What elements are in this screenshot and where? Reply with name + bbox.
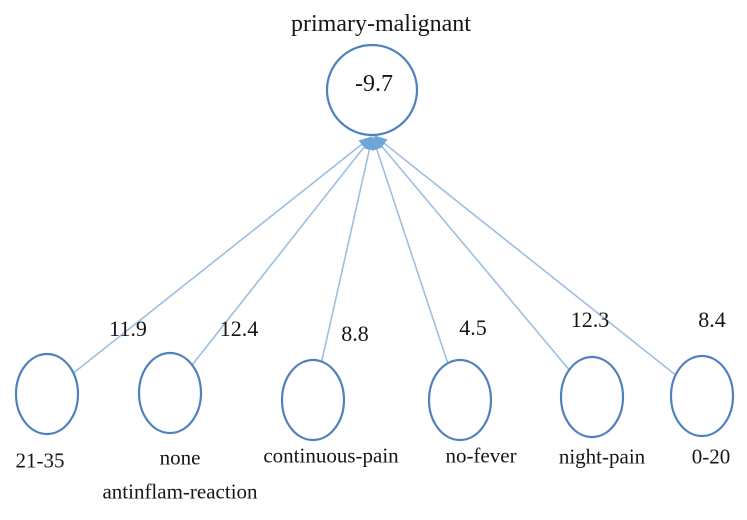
edge-line-0-20	[374, 135, 703, 397]
edge-weight-none-antinflam-reaction: 12.4	[219, 316, 259, 341]
bottom-node-circle-0-20	[669, 354, 735, 438]
edge-weight-0-20: 8.4	[698, 307, 726, 332]
bottom-node-label-21-35: 21-35	[15, 448, 65, 473]
edge-weight-no-fever: 4.5	[459, 315, 487, 340]
top-node-value: -9.7	[355, 71, 393, 97]
bottom-node-circle-21-35	[14, 352, 80, 436]
edge-line-21-35	[46, 136, 372, 395]
bottom-node-circle-night-pain	[559, 355, 625, 439]
bottom-node-label-continuous-pain: continuous-pain	[263, 443, 399, 468]
edge-line-night-pain	[373, 136, 593, 398]
edge-weight-21-35: 11.9	[109, 316, 147, 341]
bottom-node-circle-continuous-pain	[280, 358, 346, 442]
bottom-node-label-night-pain: night-pain	[558, 444, 646, 469]
edge-weight-night-pain: 12.3	[570, 307, 610, 332]
bottom-node-label-0-20: 0-20	[691, 444, 731, 469]
bottom-node-circle-none-antinflam-reaction	[137, 351, 203, 435]
edge-line-no-fever	[372, 137, 461, 401]
bottom-node-label-none: none	[159, 445, 201, 470]
edge-line-none-antinflam-reaction	[169, 136, 373, 394]
edge-weight-continuous-pain: 8.8	[341, 321, 369, 346]
top-node-title: primary-malignant	[291, 11, 471, 37]
bottom-node-label-no-fever: no-fever	[445, 443, 517, 468]
bottom-node-circle-no-fever	[427, 358, 493, 442]
bottom-node-label-antinflam-reaction: antinflam-reaction	[102, 479, 258, 504]
top-node-circle-primary-malignant	[325, 43, 419, 137]
edge-line-continuous-pain	[312, 137, 375, 401]
